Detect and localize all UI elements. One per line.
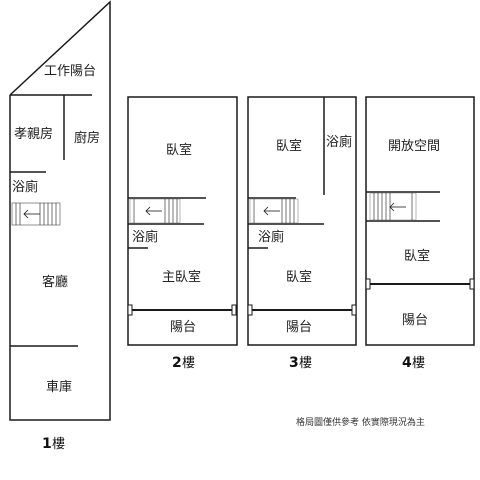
floor-label-4-number: 4 — [402, 355, 412, 371]
floor-3-room-bathroom: 浴廁 — [258, 229, 284, 245]
floor-3-room-bedroom-2: 臥室 — [286, 269, 312, 285]
floor-3-post — [247, 304, 253, 316]
floor-3-plan: 臥室 浴廁 浴廁 臥室 陽台 — [247, 96, 357, 346]
floor-2-post — [231, 304, 237, 316]
floor-4-post — [469, 278, 475, 290]
floor-4-plan: 開放空間 臥室 陽台 — [365, 96, 475, 346]
floor-1-plan: 工作陽台 孝親房 廚房 浴廁 客廳 車庫 — [9, 0, 111, 421]
floor-3-post — [351, 304, 357, 316]
floor-2-room-bedroom: 臥室 — [166, 142, 192, 158]
floor-label-3-number: 3 — [289, 355, 299, 371]
floor-label-3-suffix: 樓 — [299, 356, 312, 371]
floor-1-room-kitchen: 廚房 — [74, 130, 100, 146]
floor-2-plan: 臥室 浴廁 主臥室 陽台 — [127, 96, 238, 346]
floor-label-2-number: 2 — [172, 355, 182, 371]
floor-4-post — [365, 278, 371, 290]
floor-4-room-balcony: 陽台 — [402, 313, 428, 328]
disclaimer-note: 格局圖僅供參考 依實際現況為主 — [296, 416, 425, 428]
floor-4-room-open-space: 開放空間 — [388, 139, 440, 154]
floor-3-room-balcony: 陽台 — [286, 320, 312, 335]
floor-2-post — [127, 304, 133, 316]
floor-3-room-bedroom: 臥室 — [276, 138, 302, 154]
floor-1-room-bathroom: 浴廁 — [12, 179, 38, 195]
floor-2-room-balcony: 陽台 — [170, 320, 196, 335]
floor-1-stairs — [11, 202, 61, 226]
floor-1-room-living: 客廳 — [42, 274, 68, 290]
floor-1-room-work-balcony: 工作陽台 — [44, 64, 96, 79]
floor-label-2-suffix: 樓 — [182, 356, 195, 371]
floor-label-1-number: 1 — [42, 436, 52, 452]
floor-4-stairs — [369, 192, 417, 221]
floor-label-4: 4 樓 — [402, 355, 425, 371]
floor-label-4-suffix: 樓 — [412, 356, 425, 371]
floor-2-room-bathroom: 浴廁 — [132, 229, 158, 245]
floor-4-room-bedroom: 臥室 — [404, 248, 430, 264]
floor-label-1: 1 樓 — [42, 436, 65, 452]
floor-1-room-garage: 車庫 — [46, 380, 72, 395]
floor-2-room-master-bedroom: 主臥室 — [162, 269, 201, 285]
floor-label-3: 3 樓 — [289, 355, 312, 371]
floor-label-2: 2 樓 — [172, 355, 195, 371]
floor-1-outer-wall — [9, 0, 111, 421]
floor-2-stairs — [129, 198, 181, 224]
floor-3-room-bathroom-top: 浴廁 — [326, 134, 352, 150]
floor-2-outer-wall — [127, 96, 238, 346]
floor-label-1-suffix: 樓 — [52, 437, 65, 452]
floor-3-outer-wall — [247, 96, 357, 346]
floor-3-stairs — [249, 198, 299, 224]
floor-1-room-xiaoqin: 孝親房 — [14, 126, 53, 142]
